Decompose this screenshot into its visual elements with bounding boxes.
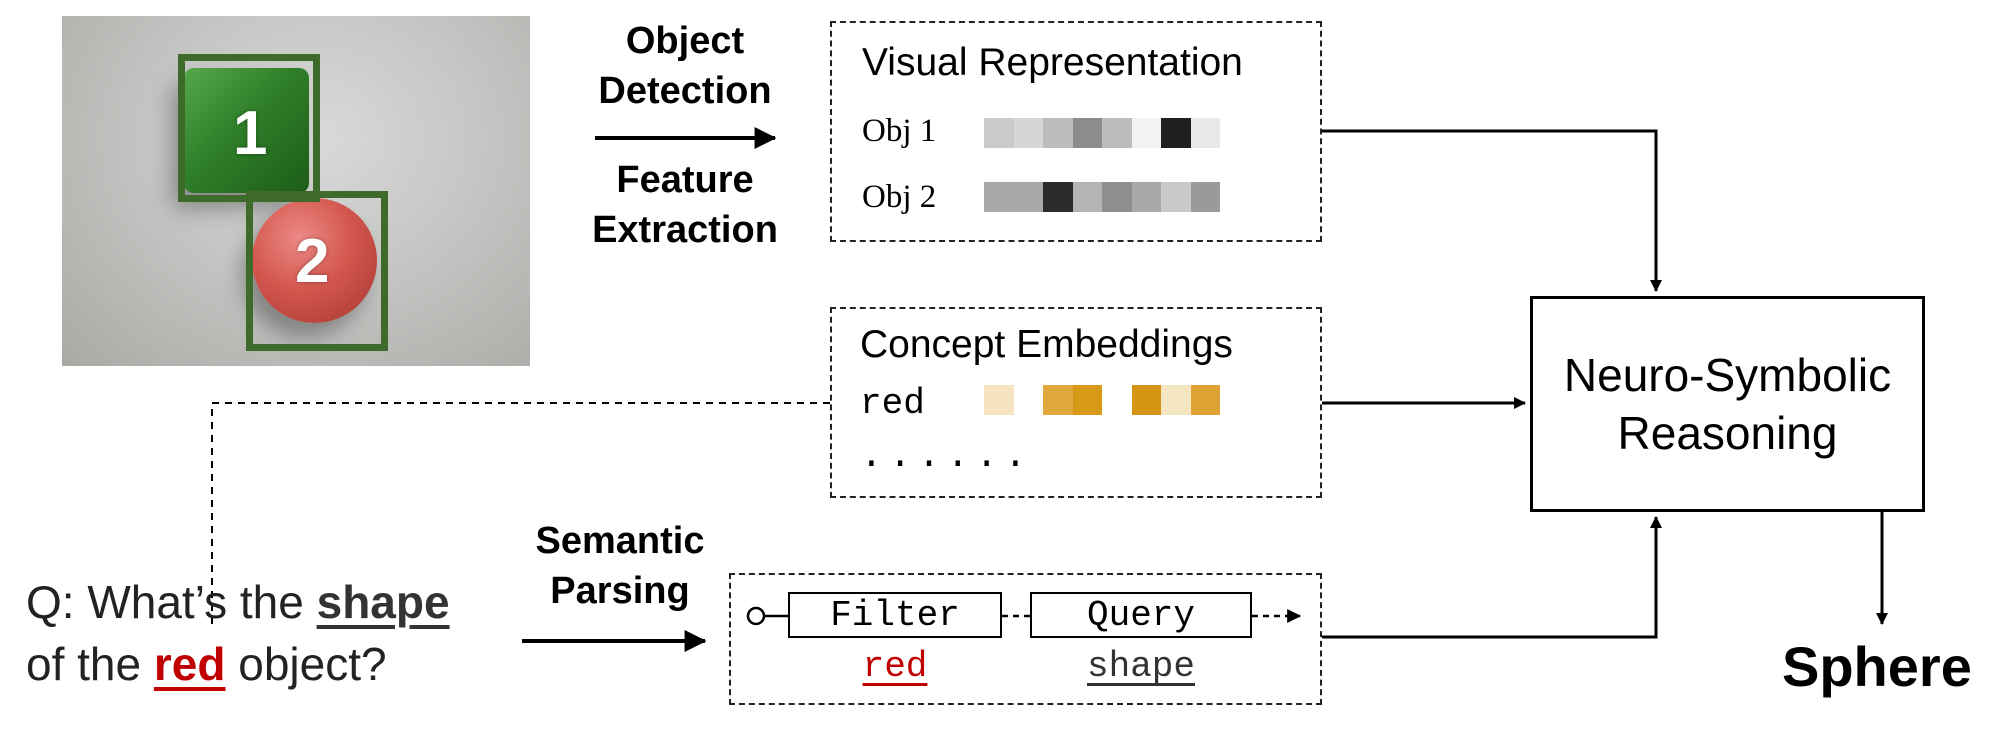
obj-2-feature-cell-8 [1190,182,1220,212]
feature-extraction-line-1: Feature [616,159,754,201]
concept-red-cell-2 [1013,385,1043,415]
object-detection-line-1: Object [625,20,745,62]
obj-2-feature-cell-7 [1161,182,1191,212]
reasoning-line-2: Reasoning [1617,407,1838,459]
obj-2-feature-cell-6 [1131,182,1161,212]
question-prefix: Q: What’s the [26,576,317,628]
obj-1-feature-cell-2 [1013,118,1043,148]
concept-red-cell-6 [1131,385,1161,415]
scene-image: 1 2 [62,16,530,366]
obj-1-feature-cell-7 [1161,118,1191,148]
query-arg-shape: shape [1086,646,1196,687]
neuro-symbolic-reasoning-box: Neuro-Symbolic Reasoning [1530,296,1925,512]
concept-red-embedding [984,385,1220,415]
program-box [729,573,1322,705]
filter-op-box: Filter [788,592,1002,638]
obj-1-feature-vector [984,118,1220,148]
concept-red-word: red [860,383,925,424]
concept-ellipsis: ...... [860,435,1033,478]
query-op-box: Query [1030,592,1252,638]
concept-embeddings-title: Concept Embeddings [860,323,1233,366]
obj-2-feature-cell-2 [1013,182,1043,212]
semantic-parsing-line-2: Parsing [550,570,690,612]
obj-2-feature-cell-1 [984,182,1014,212]
obj-2-feature-cell-4 [1072,182,1102,212]
obj-1-feature-cell-5 [1102,118,1132,148]
question-line-1: Q: What’s the shape [26,572,450,632]
concept-red-cell-5 [1102,385,1132,415]
filter-arg-red: red [862,646,928,687]
obj-1-label: Obj 1 [862,113,937,149]
question-shape-word: shape [316,576,450,628]
obj-1-feature-cell-1 [984,118,1014,148]
red-sphere [252,198,377,323]
semantic-parsing-label: Semantic Parsing [505,516,735,616]
obj-2-label: Obj 2 [862,179,937,215]
concept-red-cell-3 [1043,385,1073,415]
green-cube [184,68,309,193]
question-suffix: object? [225,638,387,690]
feature-extraction-line-2: Extraction [592,209,778,251]
obj-1-feature-cell-3 [1043,118,1073,148]
semantic-parsing-line-1: Semantic [535,520,705,562]
visual-to-reasoning-arrow [1322,129,1662,292]
question-line-2: of the red object? [26,634,387,694]
feature-extraction-label: Feature Extraction [570,155,800,255]
object-detection-label: Object Detection [570,16,800,116]
obj-2-feature-vector [984,182,1220,212]
concept-embeddings-box: Concept Embeddings red ...... [830,307,1322,498]
object-2-number: 2 [295,227,330,296]
program-to-reasoning-arrow [1322,516,1662,639]
obj-1-feature-cell-6 [1131,118,1161,148]
concept-link-dashed [211,402,830,628]
visual-representation-box: Visual Representation Obj 1 Obj 2 [830,21,1322,242]
concept-red-cell-7 [1161,385,1191,415]
obj-1-feature-cell-8 [1190,118,1220,148]
obj-2-feature-cell-3 [1043,182,1073,212]
question-middle: of the [26,638,154,690]
concept-red-cell-1 [984,385,1014,415]
object-detection-line-2: Detection [598,70,772,112]
bbox-object-2 [246,191,388,351]
obj-2-feature-cell-5 [1102,182,1132,212]
concept-red-cell-8 [1190,385,1220,415]
concept-red-cell-4 [1072,385,1102,415]
reasoning-line-1: Neuro-Symbolic [1563,349,1892,401]
question-red-word: red [153,638,226,690]
answer-text: Sphere [1782,635,1972,698]
obj-1-feature-cell-4 [1072,118,1102,148]
visual-representation-title: Visual Representation [862,41,1243,84]
object-1-number: 1 [233,99,268,168]
